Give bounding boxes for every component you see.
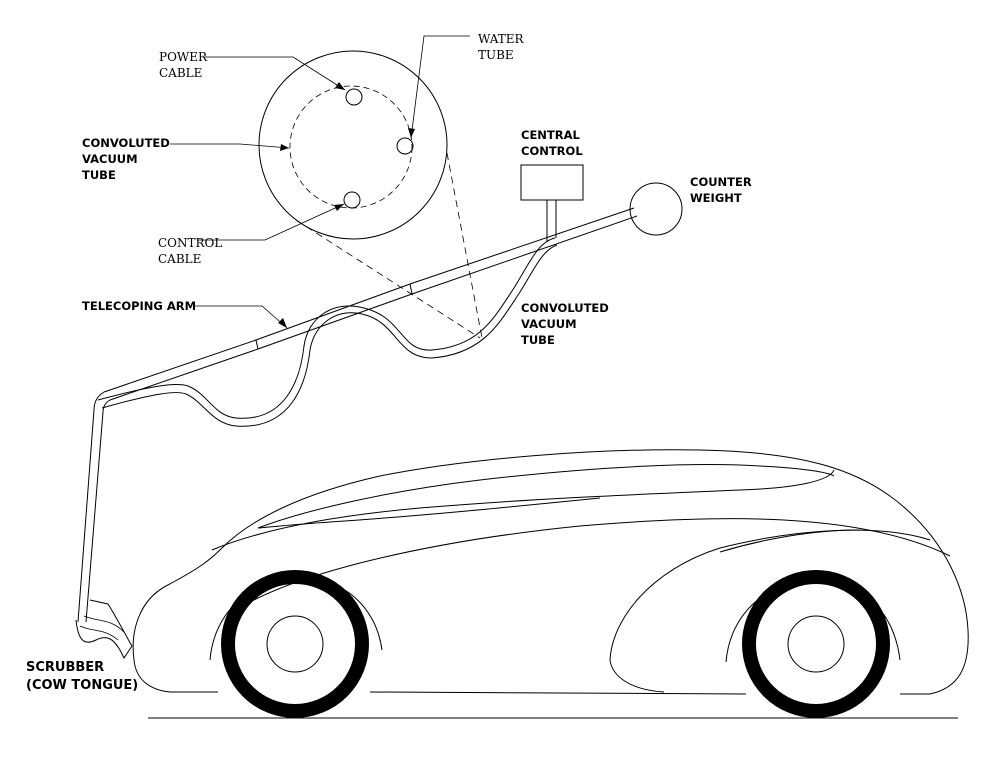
scrubber-cow-tongue: [75, 599, 133, 659]
label-convoluted-vacuum-tube-arm: CONVOLUTED VACUUM TUBE: [521, 301, 609, 347]
car-window-line: [257, 497, 601, 529]
label-water-tube: WATER TUBE: [478, 32, 524, 62]
projection-dashed-line-left: [295, 219, 481, 339]
rear-hub: [787, 615, 845, 673]
car-window-top: [257, 464, 835, 529]
label-control-cable: CONTROL CABLE: [158, 236, 223, 266]
label-power-cable: POWER CABLE: [159, 50, 208, 80]
leader-lines: [170, 35, 470, 329]
leader-control-cable: [197, 203, 345, 241]
water-tube-circle: [396, 137, 414, 155]
car-rear-panel: [609, 529, 931, 661]
tube-cross-section-inset: [258, 50, 483, 339]
counter-weight-ball: [629, 182, 683, 236]
telescoping-arm: [77, 207, 638, 623]
rear-wheel: [742, 570, 890, 718]
convoluted-vacuum-tube: [97, 237, 558, 427]
leader-water-tube: [410, 35, 470, 139]
label-scrubber: SCRUBBER (COW TONGUE): [26, 660, 139, 693]
power-cable-circle: [345, 88, 363, 106]
leader-convoluted-vacuum-tube-inset: [170, 143, 290, 149]
leader-telescoping-arm: [195, 305, 288, 329]
leader-power-cable: [205, 56, 346, 91]
central-control-box: [520, 164, 584, 201]
car-rear-lower: [609, 659, 665, 693]
front-wheel: [221, 570, 369, 718]
label-counter-weight: COUNTER WEIGHT: [690, 175, 752, 205]
front-tire: [221, 570, 369, 718]
car: [132, 449, 969, 695]
car-underside: [133, 659, 747, 695]
car-roofline: [211, 469, 835, 551]
projection-dashed-line-right: [446, 152, 483, 339]
label-telescoping-arm: TELECOPING ARM: [82, 299, 197, 313]
car-door-line: [719, 529, 861, 553]
rear-tire: [742, 570, 890, 718]
label-convoluted-vacuum-tube-inset: CONVOLUTED VACUUM TUBE: [82, 136, 170, 182]
front-hub: [266, 615, 324, 673]
label-central-control: CENTRAL CONTROL: [521, 128, 583, 158]
control-cable-circle: [343, 191, 361, 209]
cross-section-outer-circle: [258, 50, 448, 240]
car-body-outline: [132, 449, 969, 695]
